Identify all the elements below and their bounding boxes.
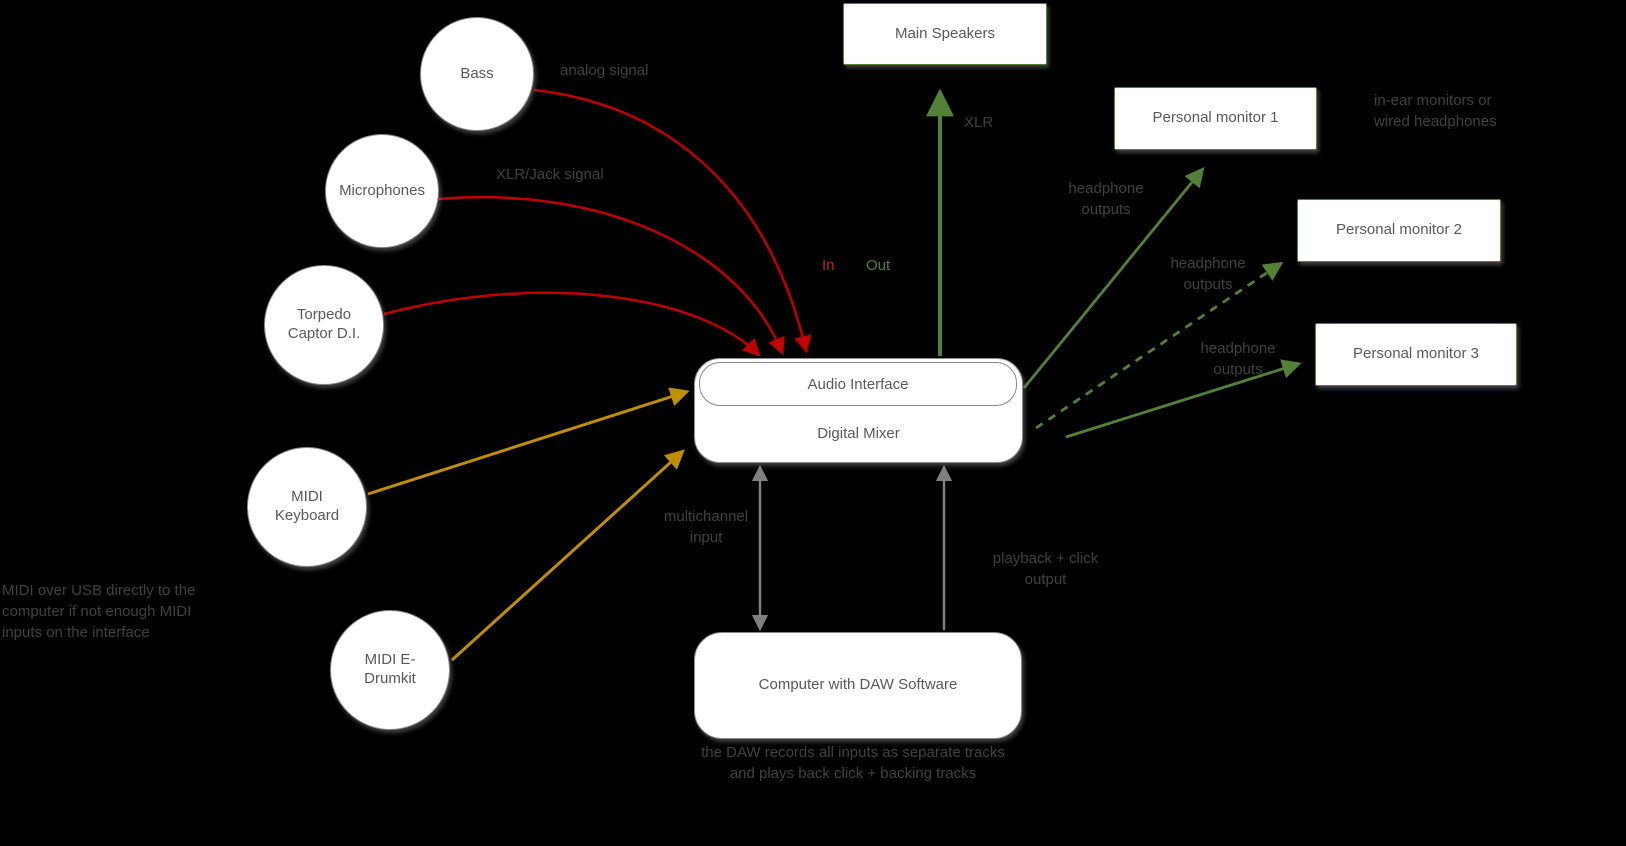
label-monitor-2-line2: outputs [1183, 276, 1233, 293]
label-in: In [822, 257, 835, 274]
node-midi-keyboard-label: MIDI Keyboard [274, 488, 340, 524]
label-monitor-2: headphone outputs [1146, 253, 1270, 295]
node-personal-monitor-3-label: Personal monitor 3 [1353, 345, 1479, 363]
node-personal-monitor-2: Personal monitor 2 [1297, 199, 1501, 262]
node-computer-label: Computer with DAW Software [758, 676, 958, 694]
label-speakers-cable: XLR [964, 114, 994, 131]
label-monitor-2-line1: headphone [1170, 255, 1246, 272]
edge-microphones-to-interface [438, 195, 785, 356]
label-monitor-3-line1: headphone [1200, 340, 1276, 357]
node-bass: Bass [420, 17, 534, 131]
label-playback: playback + click output [958, 548, 1133, 590]
note-bottom-line2: and plays back click + backing tracks [729, 765, 977, 782]
label-bass-signal: analog signal [560, 62, 649, 79]
label-record: multichannel input [644, 506, 768, 548]
node-digital-mixer: Audio Interface Digital Mixer [694, 358, 1023, 463]
node-audio-interface-label: Audio Interface [807, 375, 909, 393]
node-digital-mixer-label: Digital Mixer [817, 424, 900, 442]
note-left-line2: computer if not enough MIDI [2, 603, 192, 620]
node-torpedo-captor-label: Torpedo Captor D.I. [287, 306, 361, 342]
node-audio-interface: Audio Interface [699, 362, 1017, 406]
label-monitor-1: headphone outputs [1044, 178, 1168, 220]
node-midi-edrumkit: MIDI E-Drumkit [330, 610, 450, 730]
node-personal-monitor-1: Personal monitor 1 [1114, 87, 1317, 150]
edge-torpedo-to-interface [383, 291, 761, 357]
note-bottom-line1: the DAW records all inputs as separate t… [701, 744, 1005, 761]
node-bass-label: Bass [460, 64, 494, 82]
label-record-line1: multichannel [663, 508, 749, 525]
node-personal-monitor-1-label: Personal monitor 1 [1152, 109, 1279, 127]
note-top-right-line1: in-ear monitors or [1374, 92, 1492, 109]
note-bottom: the DAW records all inputs as separate t… [613, 742, 1093, 784]
label-monitor-1-line1: headphone [1068, 180, 1144, 197]
edge-midi-keyboard-to-interface [367, 387, 690, 496]
node-main-speakers: Main Speakers [843, 3, 1047, 65]
node-torpedo-captor: Torpedo Captor D.I. [264, 265, 384, 385]
node-midi-edrumkit-label: MIDI E-Drumkit [364, 651, 416, 687]
node-microphones: Microphones [325, 134, 439, 248]
label-mic-signal: XLR/Jack signal [496, 166, 604, 183]
note-left-line3: inputs on the interface [2, 624, 150, 641]
node-microphones-label: Microphones [339, 181, 425, 199]
label-monitor-3: headphone outputs [1176, 338, 1300, 380]
note-top-right-line2: wired headphones [1374, 113, 1497, 130]
node-midi-keyboard: MIDI Keyboard [247, 447, 367, 567]
label-record-line2: input [689, 529, 723, 546]
note-left: MIDI over USB directly to the computer i… [2, 580, 302, 643]
node-personal-monitor-2-label: Personal monitor 2 [1336, 221, 1462, 239]
label-monitor-1-line2: outputs [1081, 201, 1131, 218]
node-main-speakers-label: Main Speakers [894, 24, 996, 42]
label-out: Out [866, 257, 891, 274]
label-playback-line2: output [1024, 571, 1067, 588]
label-playback-line1: playback + click [992, 550, 1099, 567]
note-top-right: in-ear monitors or wired headphones [1374, 90, 1594, 132]
node-personal-monitor-3: Personal monitor 3 [1315, 323, 1517, 386]
node-computer: Computer with DAW Software [694, 632, 1022, 739]
note-left-line1: MIDI over USB directly to the [2, 582, 196, 599]
label-monitor-3-line2: outputs [1213, 361, 1263, 378]
edge-midi-edrumkit-to-interface [450, 449, 685, 662]
edge-bass-to-interface [533, 88, 812, 354]
